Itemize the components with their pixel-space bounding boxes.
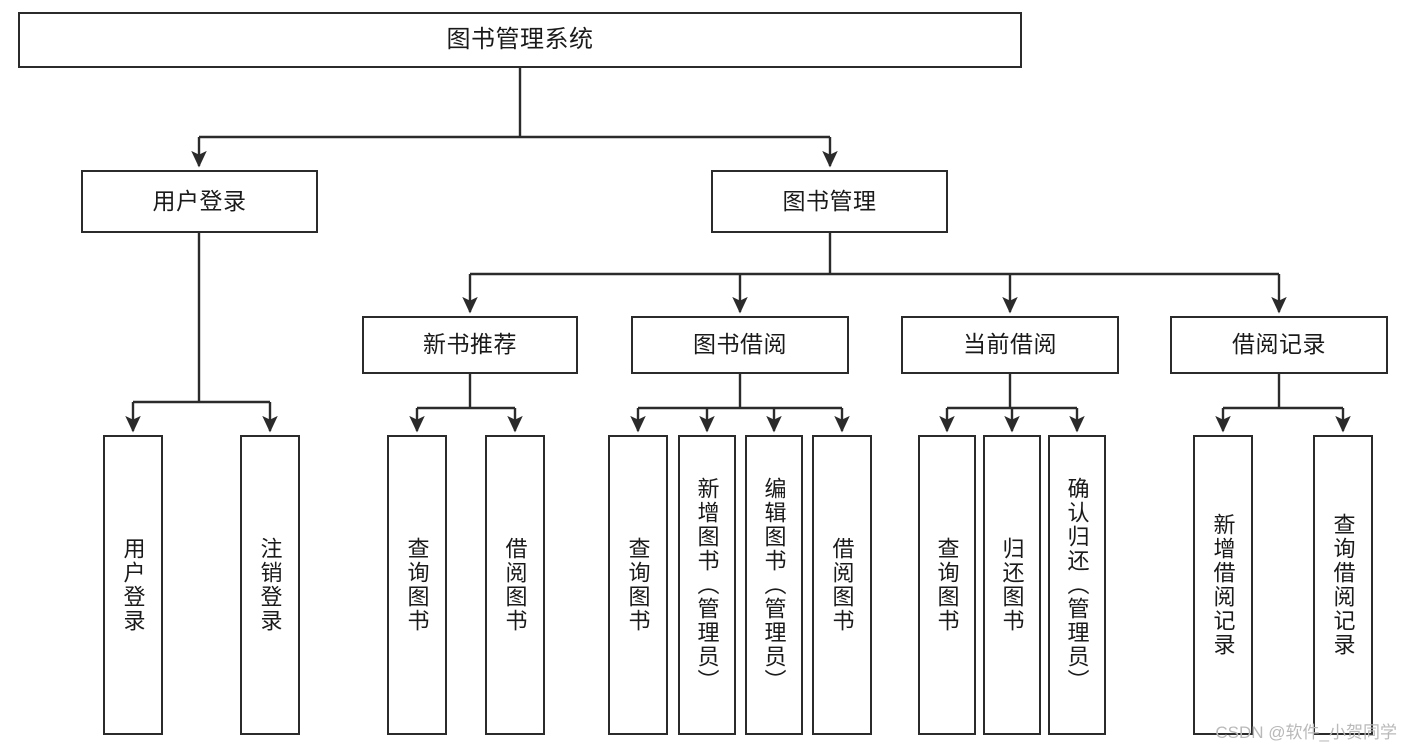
leaf-record-query-borrow-record[interactable]: 查询借阅记录	[1313, 435, 1373, 735]
leaf-borrow-borrow-books[interactable]: 借阅图书	[812, 435, 872, 735]
leaf-borrow-add-book-admin[interactable]: 新增图书（管理员）	[678, 435, 736, 735]
node-label: 当前借阅	[963, 331, 1057, 358]
leaf-current-confirm-return-admin[interactable]: 确认归还（管理员）	[1048, 435, 1106, 735]
node-label: 新增借阅记录	[1210, 513, 1236, 657]
node-label: 新增图书（管理员）	[694, 477, 720, 693]
node-user-login[interactable]: 用户登录	[81, 170, 318, 233]
leaf-current-return-books[interactable]: 归还图书	[983, 435, 1041, 735]
node-label: 查询借阅记录	[1330, 513, 1356, 657]
leaf-current-query-books[interactable]: 查询图书	[918, 435, 976, 735]
node-label: 图书管理	[782, 187, 877, 214]
node-label: 借阅图书	[502, 537, 528, 633]
leaf-record-add-borrow-record[interactable]: 新增借阅记录	[1193, 435, 1253, 735]
node-label: 确认归还（管理员）	[1064, 477, 1090, 693]
leaf-borrow-query-books[interactable]: 查询图书	[608, 435, 668, 735]
node-current-borrowing[interactable]: 当前借阅	[901, 316, 1119, 374]
node-book-borrowing[interactable]: 图书借阅	[631, 316, 849, 374]
node-label: 查询图书	[404, 537, 430, 633]
node-label: 借阅图书	[829, 537, 855, 633]
node-label: 图书借阅	[693, 331, 787, 358]
leaf-newbook-borrow-books[interactable]: 借阅图书	[485, 435, 545, 735]
node-new-book-recommendation[interactable]: 新书推荐	[362, 316, 578, 374]
leaf-newbook-query-books[interactable]: 查询图书	[387, 435, 447, 735]
watermark: CSDN @软件_小贺同学	[1215, 723, 1397, 742]
node-label: 用户登录	[152, 187, 247, 214]
node-label: 查询图书	[625, 537, 651, 633]
leaf-borrow-edit-book-admin[interactable]: 编辑图书（管理员）	[745, 435, 803, 735]
node-label: 归还图书	[999, 537, 1025, 633]
node-borrowing-record[interactable]: 借阅记录	[1170, 316, 1388, 374]
node-book-management-system[interactable]: 图书管理系统	[18, 12, 1022, 68]
node-label: 查询图书	[934, 537, 960, 633]
node-label: 注销登录	[257, 537, 283, 633]
node-label: 图书管理系统	[446, 25, 594, 53]
node-label: 借阅记录	[1232, 331, 1326, 358]
node-label: 用户登录	[120, 537, 146, 633]
node-label: 编辑图书（管理员）	[761, 477, 787, 693]
leaf-logout[interactable]: 注销登录	[240, 435, 300, 735]
leaf-user-login[interactable]: 用户登录	[103, 435, 163, 735]
node-label: 新书推荐	[423, 331, 517, 358]
node-book-management[interactable]: 图书管理	[711, 170, 948, 233]
